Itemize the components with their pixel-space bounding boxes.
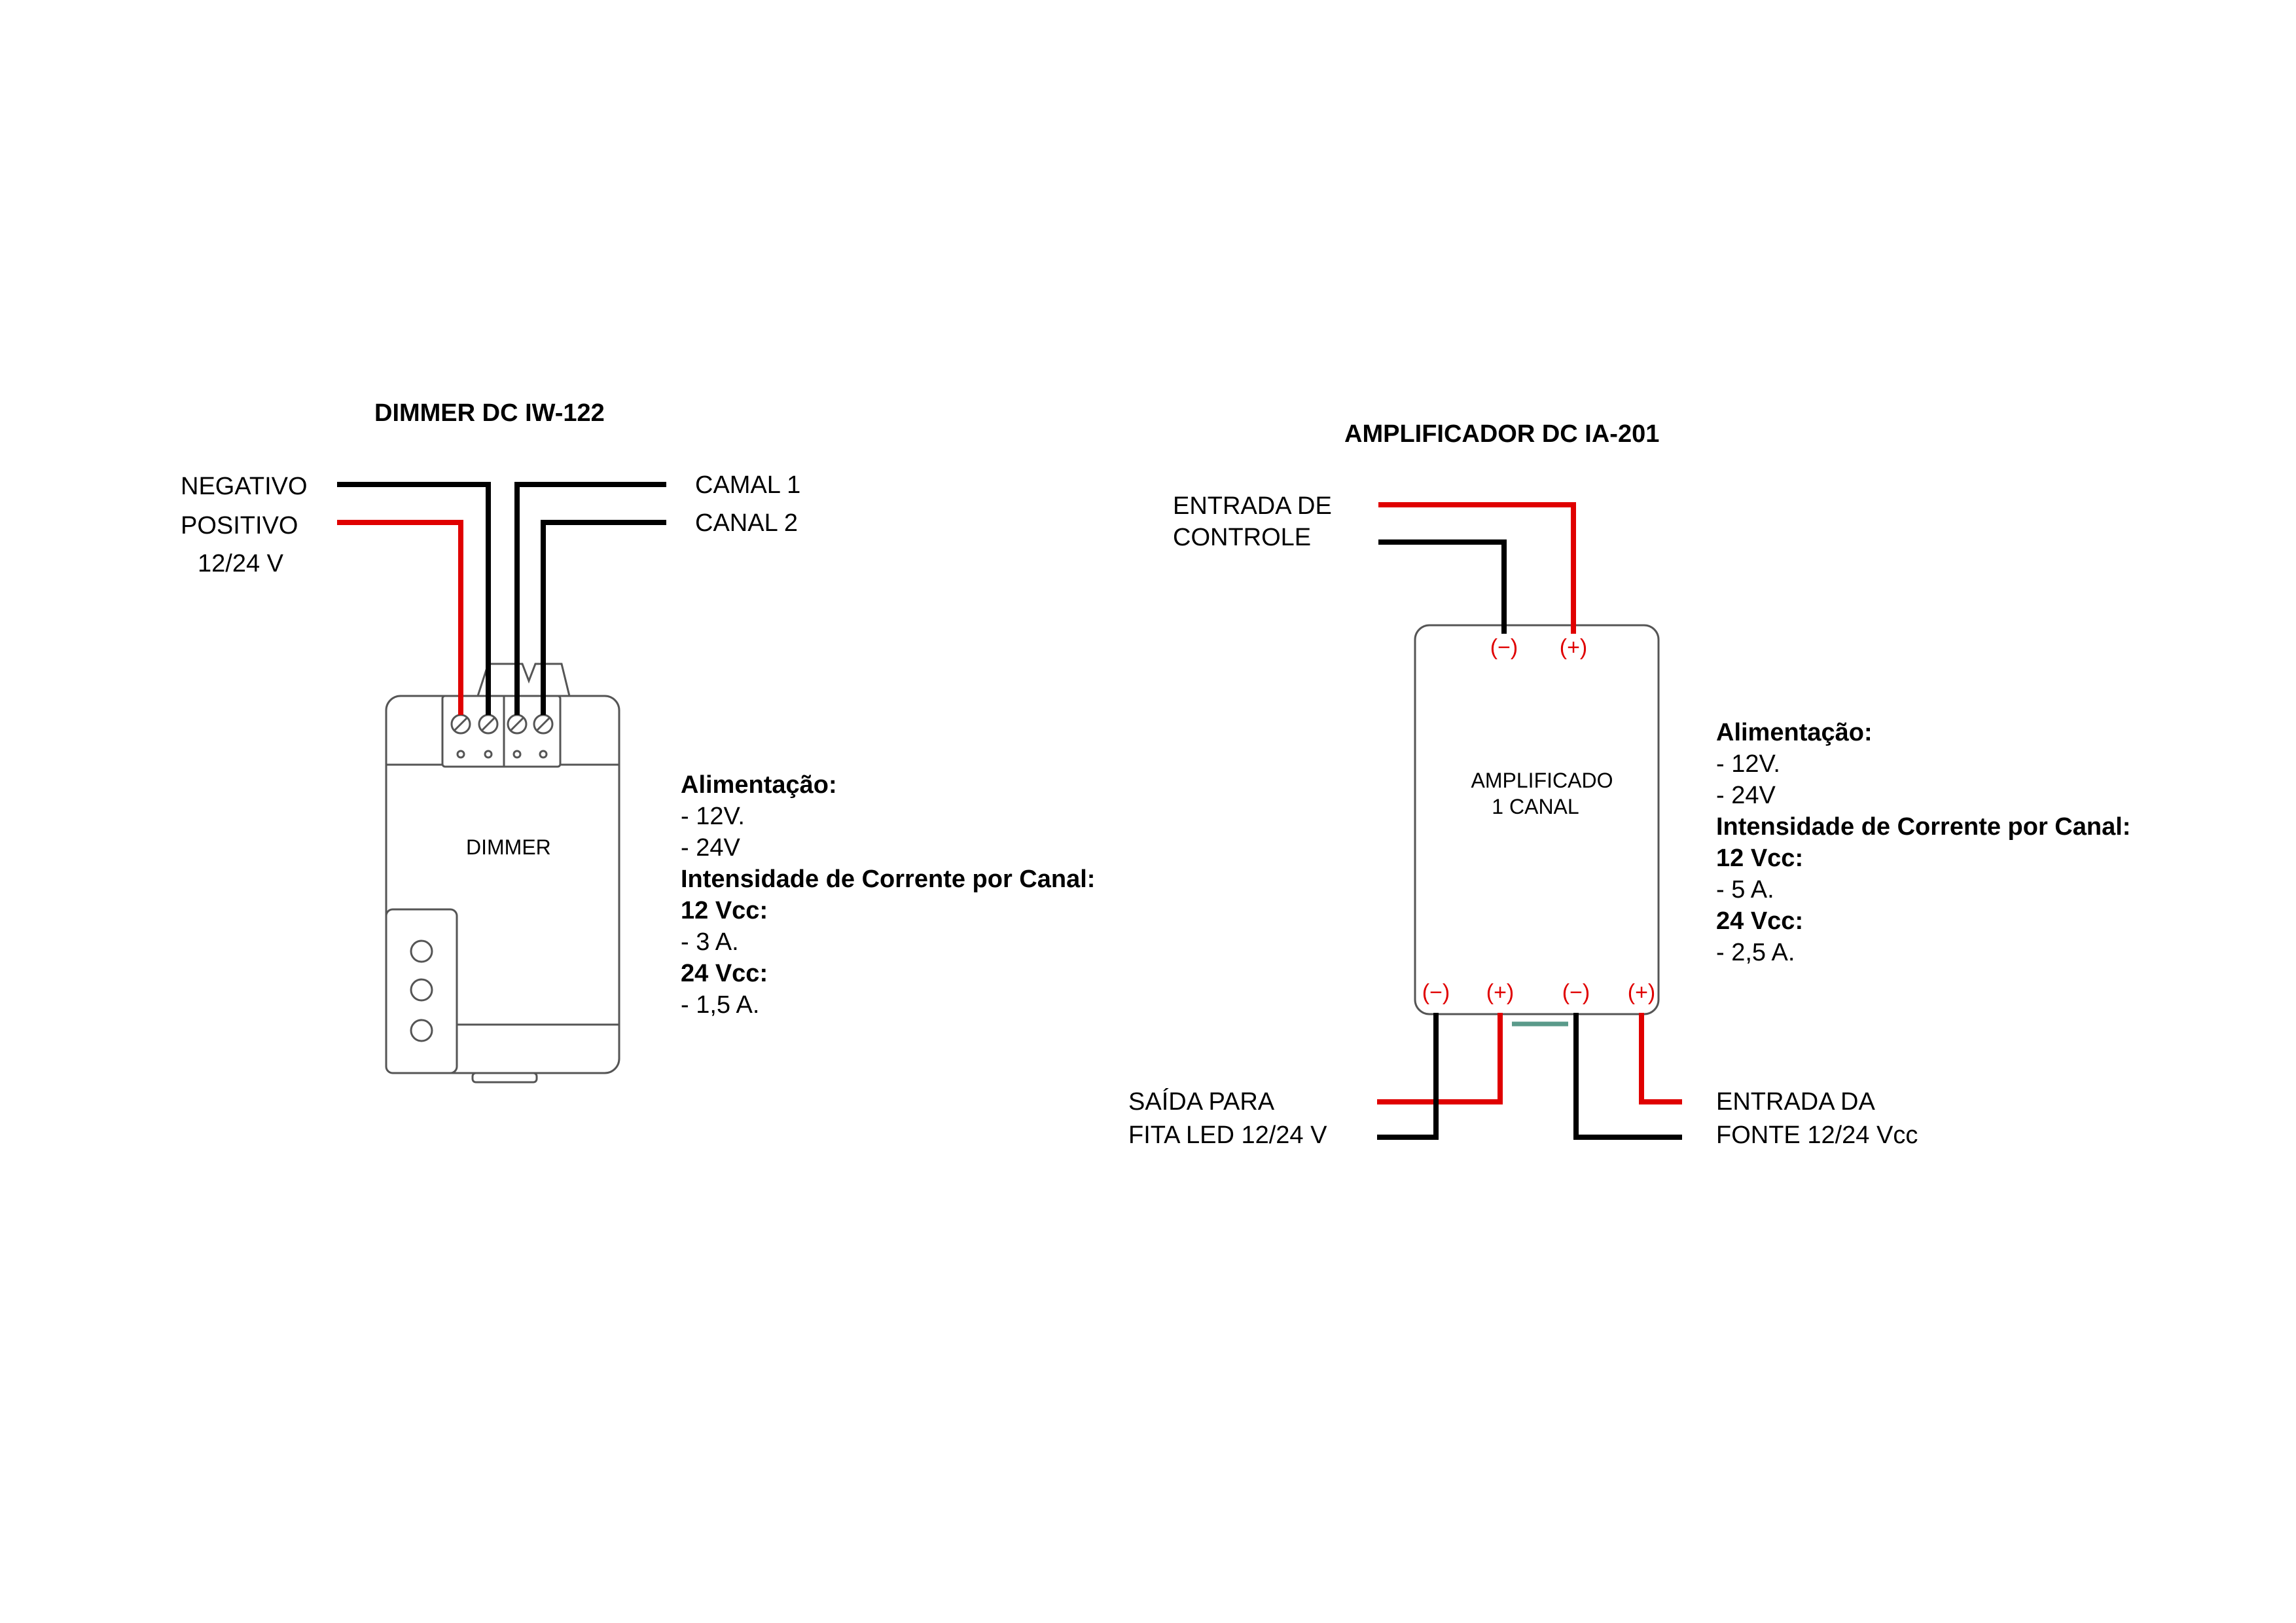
wire-control-negative	[1378, 539, 1507, 634]
polarity-output-neg: (−)	[1422, 980, 1450, 1005]
wire-control-positive	[1378, 502, 1576, 634]
amplificador-section: AMPLIFICADOR DC IA-201 ENTRADA DE CONTRO…	[1128, 420, 2130, 1149]
dimmer-spec-line: Alimentação:	[681, 771, 837, 799]
amplificador-spec-line: Alimentação:	[1716, 719, 1873, 746]
amplificador-spec-line: Intensidade de Corrente por Canal:	[1716, 813, 2130, 841]
dimmer-spec-line: - 3 A.	[681, 928, 739, 956]
wire-canal-2	[541, 520, 666, 715]
amplificador-spec-line: 12 Vcc:	[1716, 845, 1803, 872]
label-voltage: 12/24 V	[198, 550, 284, 577]
label-saida-1: SAÍDA PARA	[1128, 1087, 1275, 1116]
label-entrada-controle-1: ENTRADA DE	[1173, 492, 1332, 520]
amplificador-spec-line: - 24V	[1716, 782, 1776, 809]
wire-source-negative	[1573, 1013, 1682, 1140]
polarity-source-pos: (+)	[1628, 980, 1656, 1005]
amplificador-device: AMPLIFICADO 1 CANAL (−) (+) (−) (+) (−) …	[1414, 624, 1660, 1027]
wire-output-negative	[1377, 1013, 1439, 1140]
label-fonte-1: ENTRADA DA	[1716, 1088, 1875, 1116]
led-indicator-1	[410, 939, 433, 963]
dimmer-device-label: DIMMER	[466, 835, 551, 859]
dimmer-indicator-panel	[385, 908, 458, 1074]
wire-output-positive	[1377, 1013, 1503, 1104]
polarity-source-neg: (−)	[1562, 980, 1590, 1005]
dimmer-specs: Alimentação: - 12V. - 24V Intensidade de…	[681, 771, 1095, 1019]
dimmer-section: DIMMER DC IW-122 NEGATIVO POSITIVO 12/24…	[181, 399, 1095, 1084]
wire-negativo	[337, 482, 491, 715]
amplificador-device-label-1: AMPLIFICADO	[1471, 769, 1613, 792]
polarity-output-pos: (+)	[1486, 980, 1515, 1005]
terminal-block	[441, 695, 562, 768]
amplificador-title: AMPLIFICADOR DC IA-201	[1344, 420, 1659, 448]
label-saida-2: FITA LED 12/24 V	[1128, 1122, 1327, 1149]
label-fonte-2: FONTE 12/24 Vcc	[1716, 1122, 1918, 1149]
amplificador-spec-line: - 5 A.	[1716, 876, 1774, 903]
dimmer-spec-line: - 12V.	[681, 803, 745, 830]
wire-source-positive	[1639, 1013, 1682, 1104]
wire-positivo	[337, 520, 463, 715]
amplificador-device-label-2: 1 CANAL	[1492, 795, 1579, 818]
led-indicator-2	[410, 978, 433, 1002]
dimmer-spec-line: - 1,5 A.	[681, 991, 759, 1019]
amplificador-specs: Alimentação: - 12V. - 24V Intensidade de…	[1716, 719, 2130, 966]
dimmer-spec-line: Intensidade de Corrente por Canal:	[681, 866, 1095, 893]
label-entrada-controle-2: CONTROLE	[1173, 524, 1311, 551]
label-canal-1: CAMAL 1	[695, 471, 800, 499]
dimmer-spec-line: - 24V	[681, 834, 740, 862]
polarity-control-pos: (+)	[1560, 635, 1588, 660]
dimmer-spec-line: 12 Vcc:	[681, 897, 768, 924]
dimmer-din-clip	[471, 1072, 538, 1084]
dimmer-title: DIMMER DC IW-122	[374, 399, 605, 427]
amplificador-body	[1414, 624, 1660, 1015]
label-positivo: POSITIVO	[181, 512, 298, 539]
amplificador-spec-line: - 12V.	[1716, 750, 1780, 778]
dimmer-device: DIMMER	[385, 663, 620, 1084]
wire-canal-1	[514, 482, 666, 715]
polarity-control-neg: (−)	[1490, 635, 1518, 660]
amplificador-spec-line: - 2,5 A.	[1716, 939, 1795, 966]
label-negativo: NEGATIVO	[181, 473, 308, 500]
terminal-cover	[476, 663, 571, 697]
amplificador-spec-line: 24 Vcc:	[1716, 907, 1803, 935]
label-canal-2: CANAL 2	[695, 509, 798, 537]
led-indicator-3	[410, 1019, 433, 1042]
dimmer-spec-line: 24 Vcc:	[681, 960, 768, 987]
